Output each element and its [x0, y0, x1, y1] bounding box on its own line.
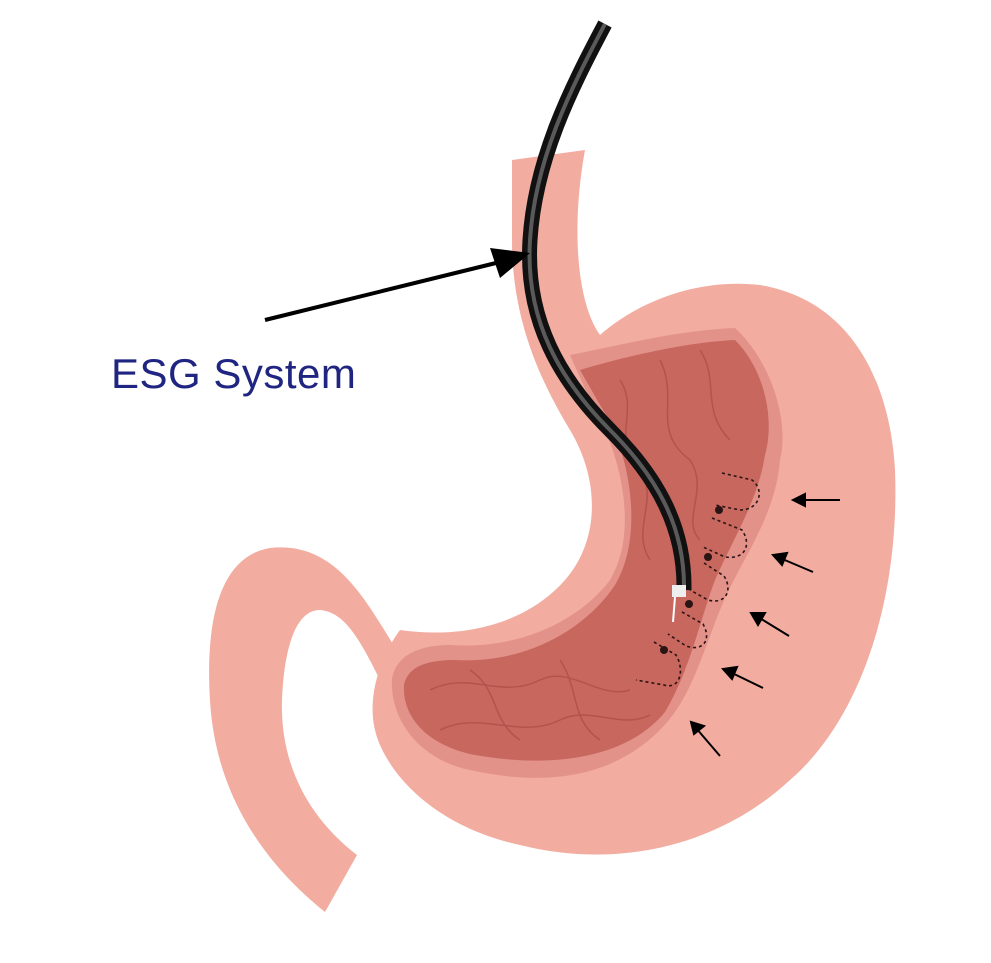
- duodenum: [209, 547, 400, 912]
- compression-arrow-icon: [790, 492, 840, 508]
- endoscope-inner: [527, 23, 687, 591]
- suture-anchors: [660, 506, 723, 654]
- suture-pattern: [635, 472, 760, 687]
- compression-arrows: [689, 492, 840, 757]
- compression-arrow-icon: [689, 720, 721, 757]
- esg-system-label: ESG System: [111, 350, 357, 397]
- compression-arrow-icon: [771, 551, 814, 573]
- stomach-lumen: [403, 340, 769, 761]
- compression-arrow-icon: [749, 612, 790, 637]
- endoscope-tip: [672, 585, 686, 623]
- compression-arrow-icon: [721, 665, 764, 689]
- label-arrow: [264, 248, 530, 322]
- mucosal-folds: [429, 349, 731, 741]
